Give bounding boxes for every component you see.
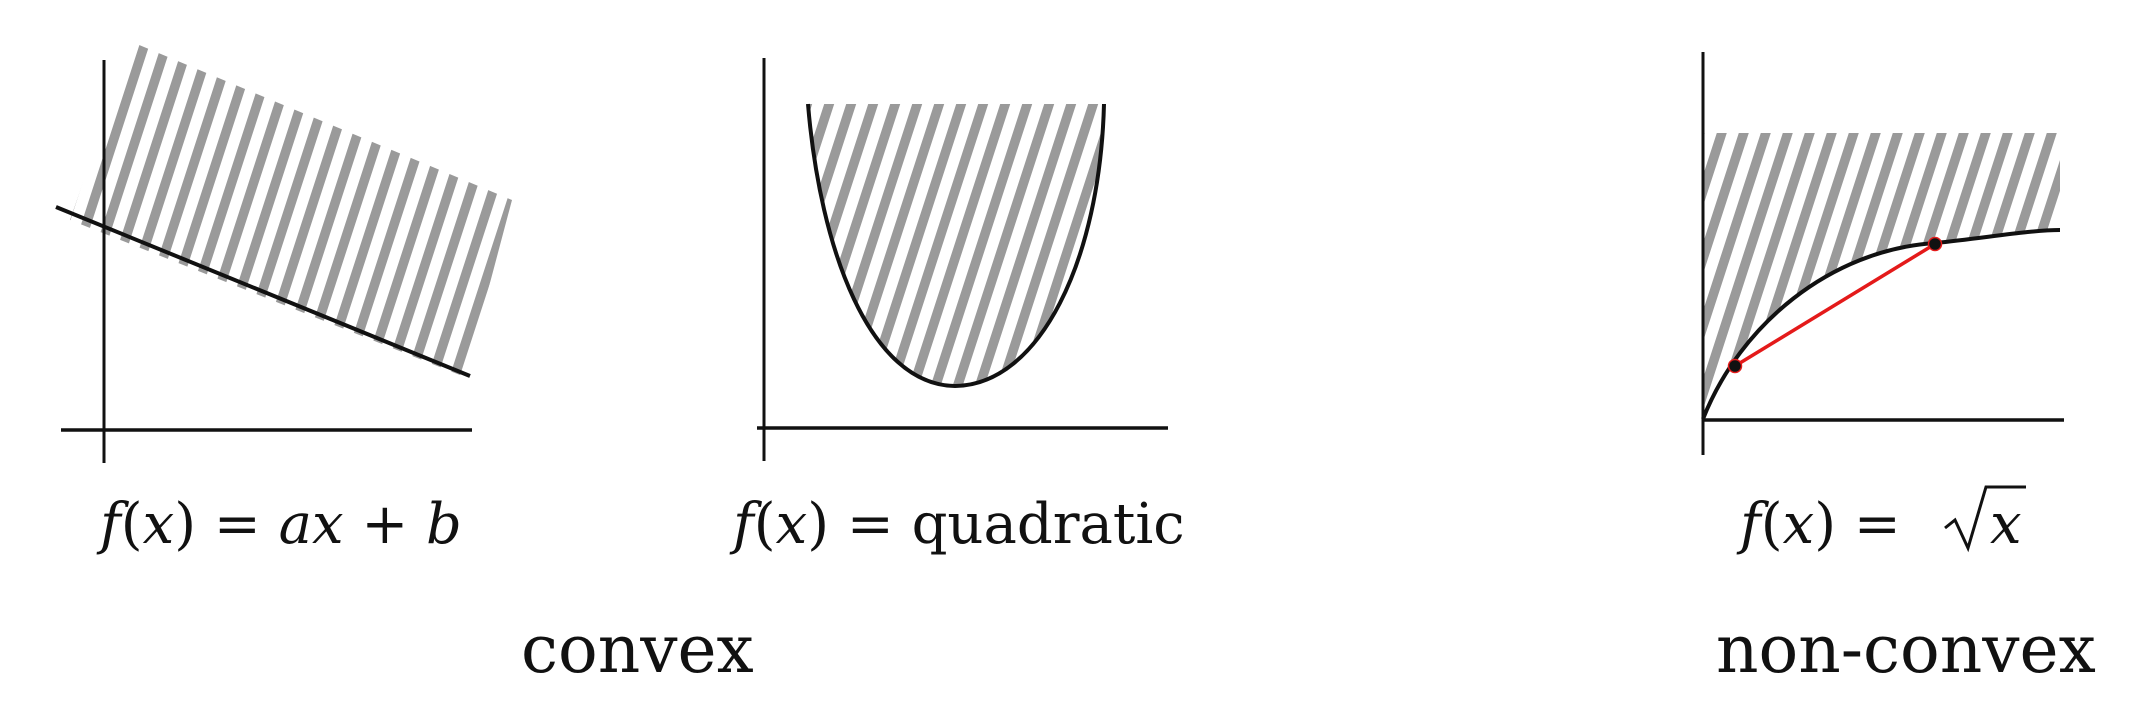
hatched-region-linear <box>70 42 512 377</box>
quadratic-curve <box>806 103 1106 389</box>
formula-sqrt: f(x) = <box>1736 492 1901 557</box>
chord-endpoint-right <box>1927 236 1943 252</box>
formula-sqrt-radicand: x <box>1990 492 2022 557</box>
formula-quadratic-body: quadratic <box>912 492 1185 557</box>
panel-linear: f(x) = ax + b <box>55 42 512 557</box>
linear-function-line <box>55 205 471 378</box>
panel-quadratic: f(x) = quadratic <box>729 58 1185 557</box>
chord-endpoint-left <box>1727 358 1743 374</box>
hatched-region-quadratic <box>808 104 1104 386</box>
group-label-non-convex: non-convex <box>1716 611 2096 688</box>
chord-segment <box>1734 242 1936 368</box>
hatched-region-sqrt <box>1703 133 2060 419</box>
sqrt-curve <box>1701 228 2061 420</box>
formula-linear: f(x) = ax + b <box>96 492 462 557</box>
group-label-convex: convex <box>521 611 754 688</box>
formula-linear-body: ax + b <box>279 492 462 557</box>
formula-quadratic: f(x) = quadratic <box>729 492 1185 557</box>
sqrt-radical-sign <box>1944 485 2026 553</box>
panel-sqrt: f(x) = x <box>1701 52 2064 557</box>
